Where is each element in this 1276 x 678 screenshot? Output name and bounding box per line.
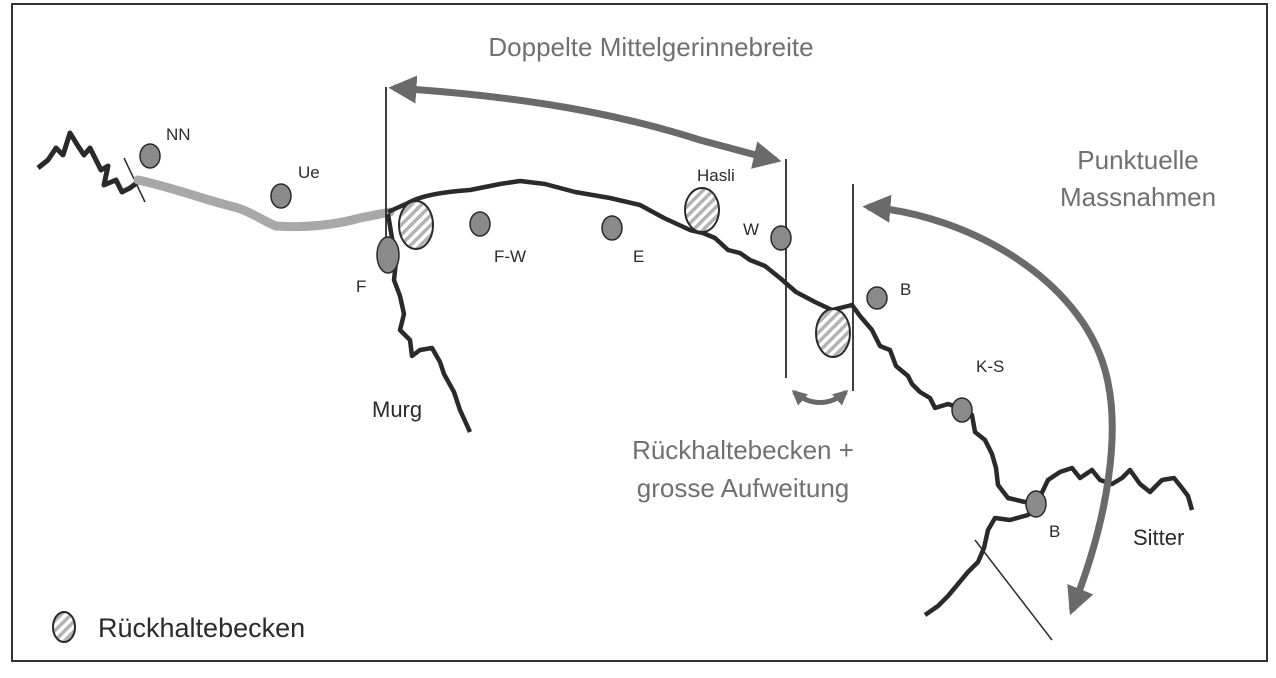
basin-widening: [815, 308, 851, 358]
site-nn-marker: [139, 143, 161, 169]
site-ks-label: K-S: [976, 357, 1004, 376]
site-ks-marker: [951, 397, 973, 423]
site-hasli-label: Hasli: [697, 166, 735, 185]
site-ue-marker: [270, 183, 292, 209]
right-curved-arrow: [862, 194, 1116, 616]
middle-annotation-line2: grosse Aufweitung: [637, 473, 849, 503]
river-murg-label: Murg: [372, 397, 422, 422]
small-double-arrow: [791, 390, 849, 406]
right-annotation-line1: Punktuelle: [1077, 145, 1198, 175]
site-e-label: E: [633, 247, 644, 266]
site-b2-label: B: [1049, 522, 1060, 541]
legend-basin-icon: [52, 611, 76, 643]
river-sitter-label: Sitter: [1133, 525, 1184, 550]
site-f-label: F: [356, 277, 366, 296]
middle-annotation-line1: Rückhaltebecken +: [632, 435, 854, 465]
site-fw-marker: [469, 211, 491, 237]
site-e-marker: [601, 215, 623, 241]
site-f-marker: [376, 236, 400, 274]
top-annotation: Doppelte Mittelgerinnebreite: [488, 32, 813, 62]
site-ue-label: Ue: [298, 163, 320, 182]
diagram-frame: [11, 3, 1268, 662]
basin-hasli: [684, 187, 720, 233]
legend-label: Rückhaltebecken: [98, 613, 305, 643]
site-w-label: W: [743, 220, 759, 239]
site-b2-marker: [1025, 490, 1047, 518]
basin-murg: [398, 200, 434, 250]
site-fw-label: F-W: [494, 247, 526, 266]
top-double-arrow: [388, 75, 782, 169]
upper-thur-stream: [36, 130, 140, 195]
site-w-marker: [770, 225, 792, 251]
right-annotation-line2: Massnahmen: [1060, 182, 1216, 212]
site-b1-label: B: [900, 280, 911, 299]
site-b1-marker: [866, 286, 888, 310]
channelized-reach: [133, 175, 395, 232]
murg-river: [385, 213, 473, 433]
site-nn-label: NN: [166, 125, 191, 144]
